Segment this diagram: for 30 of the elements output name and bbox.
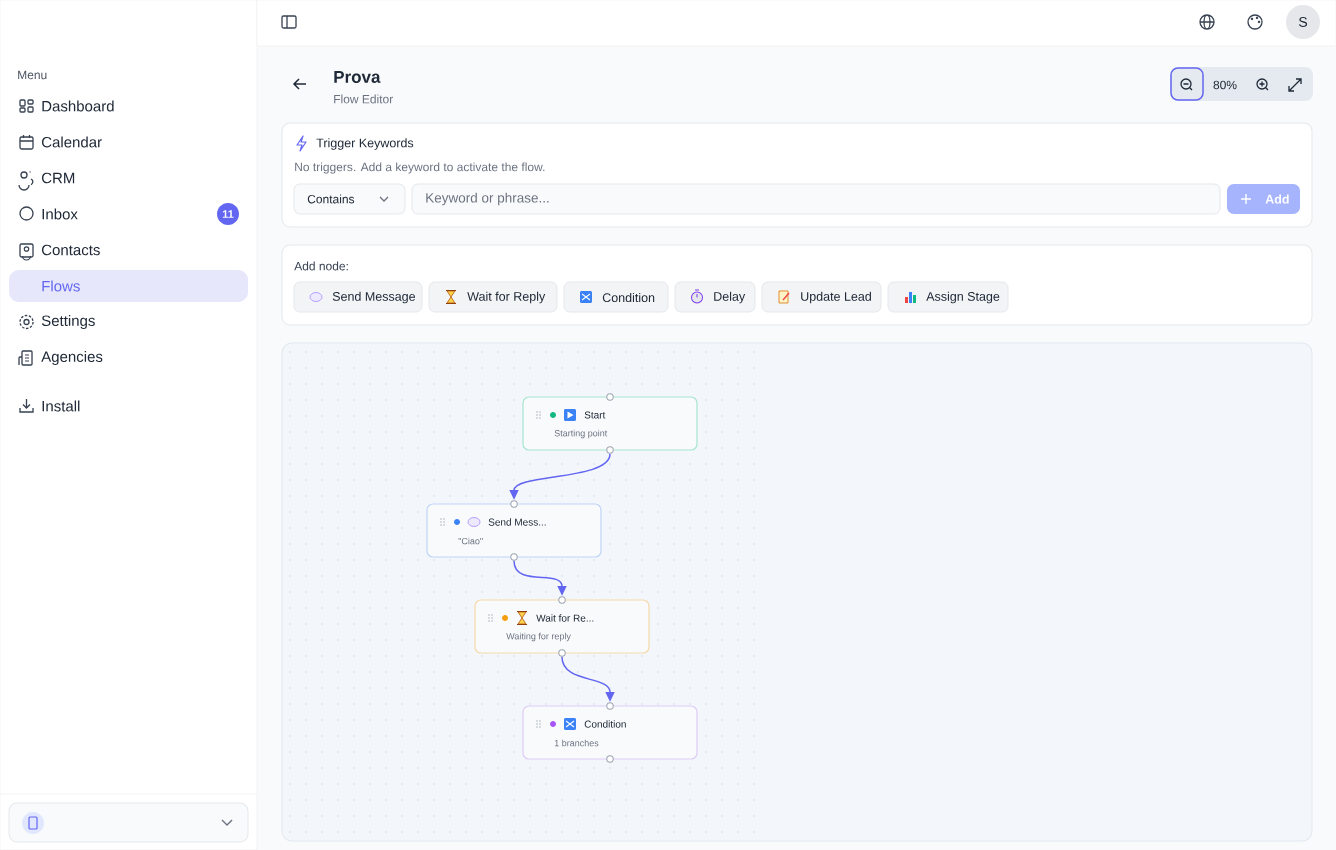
nav-item: Calendar <box>42 136 102 148</box>
flow-node: Start Starting point <box>522 396 698 451</box>
nav-item: Agencies <box>41 351 103 365</box>
page-subtitle: Flow Editor <box>334 94 393 104</box>
page-title: Prova <box>334 71 381 83</box>
nav-item: Flows <box>9 270 248 302</box>
node-type-button: Update Lead <box>761 281 882 313</box>
flow-node: Wait for Re... Waiting for reply <box>474 599 650 654</box>
count-badge: 11 <box>217 203 239 225</box>
nav-item: Settings <box>41 315 95 329</box>
hint-text: No triggers. Add a keyword to activate the flow. <box>295 162 545 174</box>
node-type-button: Condition <box>563 281 669 313</box>
node-type-button: Send Message <box>293 281 423 313</box>
nav-item: Install <box>42 400 80 412</box>
menu-heading: Menu <box>18 70 47 80</box>
match-dropdown: Contains <box>293 183 406 215</box>
add-button: Add <box>1227 184 1300 214</box>
nav-item: CRM <box>42 172 75 184</box>
input-field: Keyword or phrase... <box>411 183 1221 215</box>
node-type-button: Wait for Reply <box>428 281 558 313</box>
node-type-button: Delay <box>674 281 756 313</box>
nav-item: Inbox <box>42 208 78 220</box>
nav-item: Dashboard <box>42 100 114 112</box>
flow-node: Condition 1 branches <box>522 705 698 760</box>
card-heading: Trigger Keywords <box>316 138 414 150</box>
nav-item: Contacts <box>42 244 100 256</box>
node-type-button: Assign Stage <box>887 281 1009 313</box>
card-heading: Add node: <box>294 261 348 271</box>
flow-node: Send Mess... "Ciao" <box>426 503 602 558</box>
zoom-level: 80% <box>1213 80 1237 90</box>
